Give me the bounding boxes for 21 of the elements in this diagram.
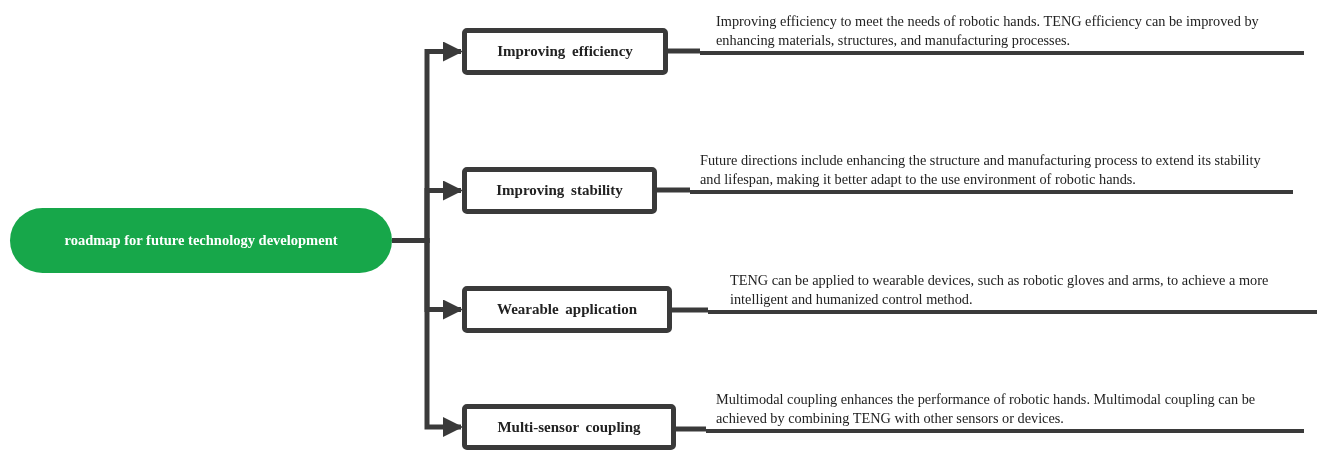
topic-box bbox=[462, 404, 676, 450]
node-label: Improving efficiency bbox=[497, 43, 633, 60]
arrow bbox=[392, 238, 463, 437]
node-label: Improving stability bbox=[496, 182, 623, 199]
connector-line bbox=[668, 48, 700, 54]
node-label: Wearable application bbox=[496, 301, 638, 318]
connector-line bbox=[676, 426, 706, 432]
description-text: Multimodal coupling enhances the performance of robotic hands. Multimodal coupling can be achieved by combining TENG with other sensors or devices. bbox=[716, 390, 1257, 428]
description-text: Improving efficiency to meet the needs of robotic hands. TENG efficiency can be improved by enhancing materials, structures, and manufacturing processes. bbox=[716, 12, 1260, 50]
connector-line bbox=[672, 307, 708, 313]
connector-line bbox=[657, 187, 690, 193]
node-label: Multi-sensor coupling bbox=[497, 418, 641, 436]
description-text: Future directions include enhancing the structure and manufacturing process to extend its stability and lifespan, making it better adapt to the use environment of robotic hands. bbox=[700, 151, 1262, 189]
node-label: roadmap for future technology development bbox=[64, 232, 338, 249]
underlined-note bbox=[706, 390, 1304, 433]
underlined-note bbox=[700, 12, 1304, 55]
underlined-note bbox=[690, 151, 1293, 194]
topic-box bbox=[462, 28, 668, 75]
topic-box bbox=[462, 286, 672, 333]
topic-box bbox=[462, 167, 657, 214]
description-text: TENG can be applied to wearable devices, such as robotic gloves and arms, to achieve a more intelligent and humanized control method. bbox=[730, 271, 1270, 309]
